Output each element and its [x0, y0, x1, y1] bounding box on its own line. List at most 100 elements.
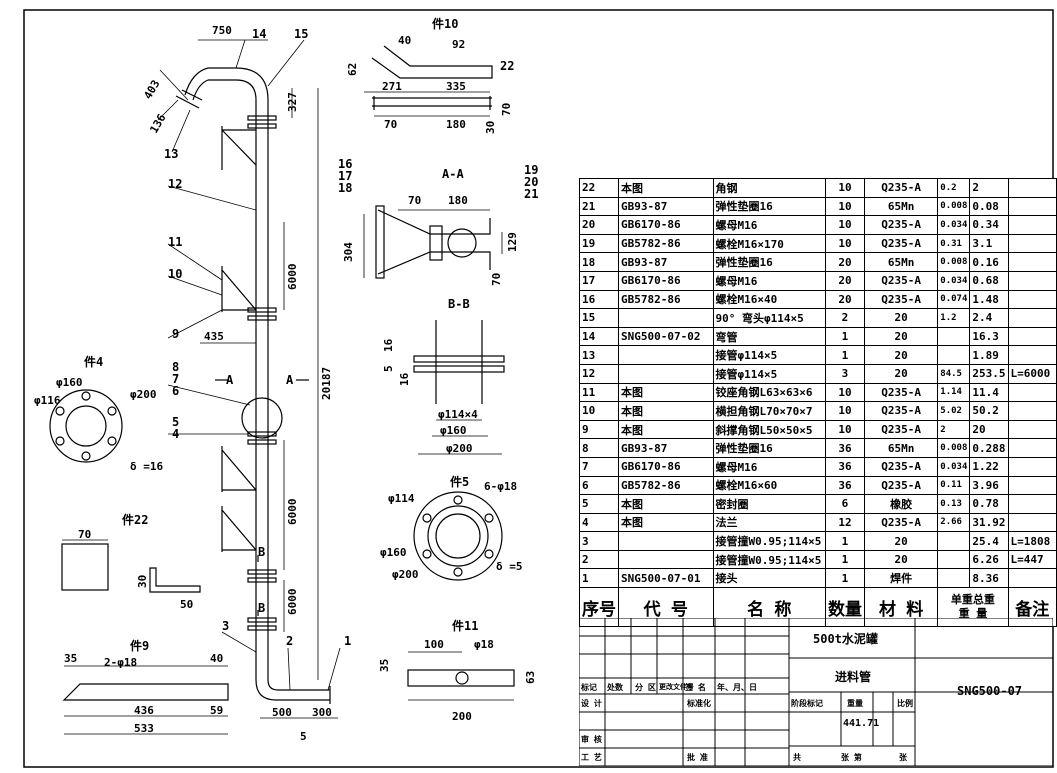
bom-cell-total-weight: 0.16	[969, 252, 1009, 272]
bom-cell-no: 1	[579, 568, 619, 589]
callout-7: 7	[172, 372, 179, 386]
dim-750: 750	[212, 24, 232, 37]
bom-cell-remark	[1007, 494, 1057, 514]
bom-cell-qty: 20	[824, 270, 865, 291]
aa-dim-70b: 70	[490, 273, 503, 286]
part4-label: 件4	[84, 354, 103, 369]
bom-cell-material: Q235-A	[863, 270, 939, 291]
bom-cell-code: GB5782-86	[618, 289, 714, 310]
bom-cell-material: Q235-A	[863, 456, 939, 477]
callout-18: 18	[338, 181, 352, 195]
bom-cell-no: 2	[579, 549, 619, 570]
part22-label: 件22	[122, 512, 148, 527]
part22-dim-50: 50	[180, 598, 193, 611]
bom-cell-remark	[1007, 270, 1057, 291]
bom-cell-material: Q235-A	[863, 401, 939, 421]
bom-cell-qty: 10	[824, 215, 865, 235]
bom-cell-total-weight: 253.5	[969, 363, 1009, 384]
bb-dim-160: φ160	[440, 424, 467, 437]
tb-review: 审 核	[581, 735, 602, 744]
bom-cell-no: 18	[579, 252, 619, 272]
bom-cell-unit-weight: 0.13	[937, 494, 971, 514]
bom-cell-no: 5	[579, 494, 619, 514]
dim-136: 136	[147, 111, 168, 135]
part10-dim-70: 70	[384, 118, 397, 131]
part9-holes: 2-φ18	[104, 656, 137, 669]
callout-labels: 1 2 3 4 5 6 7 8 9 10 11 12 13 14 15 16 1…	[164, 27, 538, 648]
bom-cell-remark	[1007, 289, 1057, 310]
bom-header-name: 名 称	[712, 587, 826, 628]
bom-cell-name: 螺母M16	[712, 270, 826, 291]
bom-cell-unit-weight: 2	[937, 419, 971, 440]
bom-cell-no: 4	[579, 512, 619, 533]
bom-cell-qty: 10	[824, 419, 865, 440]
bom-cell-code: GB6170-86	[618, 270, 714, 291]
callout-19: 19	[524, 163, 538, 177]
section-mark-a-right: A	[286, 373, 294, 387]
bom-cell-remark	[1007, 215, 1057, 235]
section-mark-b-lower: B	[258, 601, 265, 615]
bom-cell-name: 密封圈	[712, 494, 826, 514]
bom-cell-unit-weight: 5.02	[937, 401, 971, 421]
part4-dim-116: φ116	[34, 394, 61, 407]
callout-17: 17	[338, 169, 352, 183]
bom-cell-total-weight: 2.4	[969, 308, 1009, 328]
part4-dim-200: φ200	[130, 388, 157, 401]
bom-cell-code: 本图	[618, 419, 714, 440]
bom-cell-qty: 3	[824, 363, 865, 384]
bom-cell-name: 接头	[712, 568, 826, 589]
bom-cell-material: 65Mn	[863, 438, 939, 458]
bom-cell-qty: 12	[824, 512, 865, 533]
bom-cell-no: 19	[579, 233, 619, 254]
bom-cell-no: 7	[579, 456, 619, 477]
part5-dim-200: φ200	[392, 568, 419, 581]
bom-cell-remark: L=6000	[1007, 363, 1057, 384]
bom-cell-remark	[1007, 419, 1057, 440]
bom-cell-material: 20	[863, 345, 939, 365]
bom-cell-qty: 1	[824, 531, 865, 551]
bom-cell-name: 横担角钢L70×70×7	[712, 401, 826, 421]
section-aa-label: A-A	[442, 167, 464, 181]
bom-cell-qty: 20	[824, 289, 865, 310]
bom-cell-qty: 10	[824, 178, 865, 198]
callout-4: 4	[172, 427, 179, 441]
bom-header-weight: 单重总重 重 量	[937, 587, 1009, 628]
bom-cell-code: 本图	[618, 512, 714, 533]
bom-cell-remark: L=447	[1007, 549, 1057, 570]
part9-dim-436: 436	[134, 704, 154, 717]
part9-dim-35: 35	[64, 652, 77, 665]
dim-300: 300	[312, 706, 332, 719]
bom-header-material: 材 料	[863, 587, 939, 628]
bom-cell-total-weight: 0.78	[969, 494, 1009, 514]
tb-process: 工 艺	[581, 753, 602, 762]
bom-cell-no: 20	[579, 215, 619, 235]
bom-cell-total-weight: 0.34	[969, 215, 1009, 235]
part5-thickness: δ =5	[496, 560, 523, 573]
bom-cell-remark	[1007, 308, 1057, 328]
callout-13: 13	[164, 147, 178, 161]
bom-cell-no: 10	[579, 401, 619, 421]
section-bb-label: B-B	[448, 297, 470, 311]
part5-holes: 6-φ18	[484, 480, 517, 493]
bom-cell-qty: 1	[824, 326, 865, 347]
bom-cell-unit-weight: 0.008	[937, 438, 971, 458]
bom-cell-unit-weight: 0.31	[937, 233, 971, 254]
callout-2: 2	[286, 634, 293, 648]
part5-label: 件5	[450, 474, 469, 489]
part10-dim-70b: 70	[500, 103, 513, 116]
bom-cell-qty: 1	[824, 568, 865, 589]
bom-cell-code: SNG500-07-02	[618, 326, 714, 347]
bom-cell-unit-weight	[937, 345, 971, 365]
bom-cell-total-weight: 1.22	[969, 456, 1009, 477]
dim-500: 500	[272, 706, 292, 719]
drawing-title: 进料管	[835, 670, 872, 684]
bom-cell-total-weight: 3.96	[969, 475, 1009, 496]
